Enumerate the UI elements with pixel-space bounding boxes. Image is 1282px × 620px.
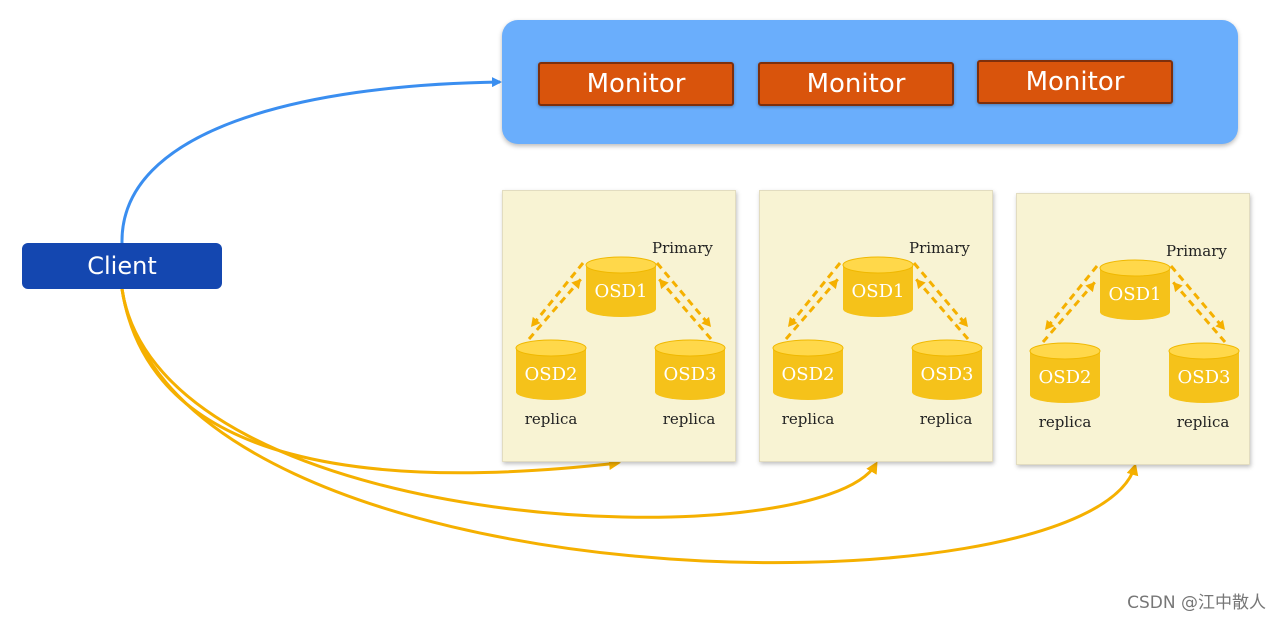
- osd1-cylinder: OSD1: [585, 256, 657, 317]
- monitor-box-2: Monitor: [758, 62, 954, 106]
- osd3-cylinder-label: OSD3: [664, 364, 717, 385]
- replica-label-right: replica: [1177, 413, 1230, 431]
- client-to-monitor-arrow: [120, 77, 502, 244]
- osd3-cylinder: OSD3: [1168, 342, 1240, 403]
- osd3-cylinder-label: OSD3: [1178, 367, 1231, 388]
- replica-label-left: replica: [525, 410, 578, 428]
- replication-arrow-osd3-to-osd1: [657, 278, 713, 340]
- client-box: Client: [22, 243, 222, 289]
- monitor-box-1: Monitor: [538, 62, 734, 106]
- osd1-cylinder-label: OSD1: [852, 281, 905, 302]
- osd2-cylinder: OSD2: [772, 339, 844, 400]
- replica-label-left: replica: [1039, 413, 1092, 431]
- osd3-cylinder: OSD3: [654, 339, 726, 400]
- replication-arrow-osd1-to-osd3: [1169, 265, 1227, 331]
- replication-arrow-osd1-to-osd2: [529, 262, 585, 328]
- replication-arrow-osd1-to-osd2: [786, 262, 842, 328]
- primary-label: Primary: [652, 239, 713, 257]
- osd1-cylinder-label: OSD1: [595, 281, 648, 302]
- replication-arrow-osd2-to-osd1: [1041, 281, 1097, 343]
- replication-arrow-osd3-to-osd1: [1171, 281, 1227, 343]
- monitor-box-3: Monitor: [977, 60, 1173, 104]
- osd2-cylinder-label: OSD2: [782, 364, 835, 385]
- osd2-cylinder-label: OSD2: [525, 364, 578, 385]
- replication-arrow-osd3-to-osd1: [914, 278, 970, 340]
- osd1-cylinder: OSD1: [1099, 259, 1171, 320]
- osd2-cylinder: OSD2: [1029, 342, 1101, 403]
- osd3-cylinder: OSD3: [911, 339, 983, 400]
- osd1-cylinder-label: OSD1: [1109, 284, 1162, 305]
- replica-label-right: replica: [663, 410, 716, 428]
- osd1-cylinder: OSD1: [842, 256, 914, 317]
- osd2-cylinder: OSD2: [515, 339, 587, 400]
- client-to-osd-group-2-arrow: [120, 288, 878, 519]
- osd2-cylinder-label: OSD2: [1039, 367, 1092, 388]
- replica-label-right: replica: [920, 410, 973, 428]
- primary-label: Primary: [1166, 242, 1227, 260]
- monitor-cluster: Monitor Monitor Monitor: [502, 20, 1238, 144]
- watermark: CSDN @江中散人: [1127, 593, 1266, 613]
- replication-arrow-osd1-to-osd3: [655, 262, 713, 328]
- replica-label-left: replica: [782, 410, 835, 428]
- osd3-cylinder-label: OSD3: [921, 364, 974, 385]
- replication-arrow-osd2-to-osd1: [527, 278, 583, 340]
- replication-arrow-osd1-to-osd2: [1043, 265, 1099, 331]
- replication-arrow-osd2-to-osd1: [784, 278, 840, 340]
- replication-arrow-osd1-to-osd3: [912, 262, 970, 328]
- client-to-osd-group-3-arrow: [120, 288, 1139, 565]
- primary-label: Primary: [909, 239, 970, 257]
